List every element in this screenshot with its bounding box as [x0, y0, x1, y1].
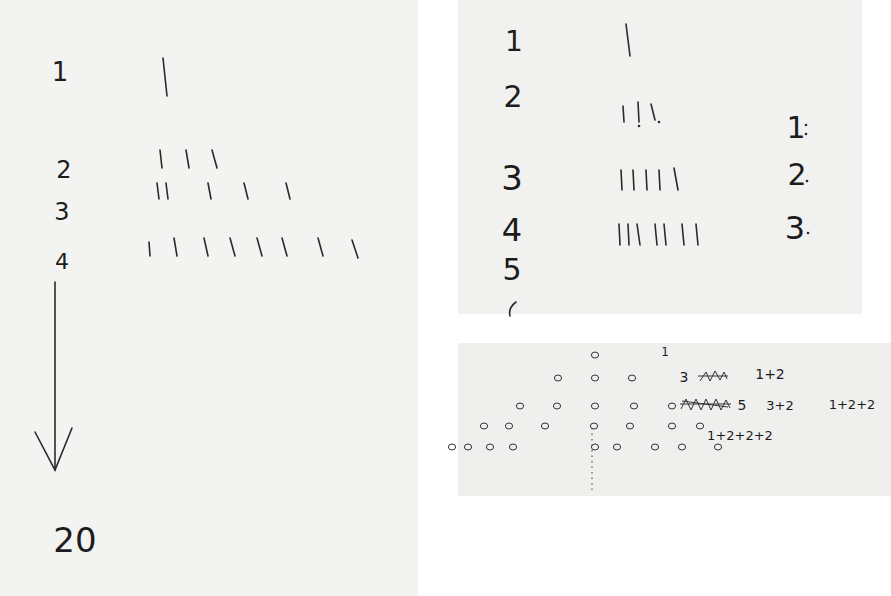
paper-sheet — [0, 0, 418, 596]
pen-circle — [554, 375, 561, 381]
tally-mark — [626, 24, 630, 56]
pen-circle — [678, 444, 685, 450]
tally-mark — [621, 168, 678, 190]
scribble — [680, 399, 731, 410]
row-number: 3 — [785, 212, 805, 244]
row-number: 1 — [505, 28, 523, 56]
tally-mark — [157, 183, 290, 199]
row-number: 4 — [55, 251, 69, 273]
pen-stroke — [510, 302, 516, 316]
sum-note: 3 — [680, 370, 689, 384]
tally-mark — [619, 224, 698, 245]
pen-circle — [516, 403, 523, 409]
pen-circle — [651, 444, 658, 450]
paper-sheet — [458, 0, 862, 314]
pen-circle — [668, 423, 675, 429]
pen-circle — [464, 444, 471, 450]
sum-note: 1+2+2 — [829, 398, 876, 411]
pen-dots — [638, 121, 810, 235]
row-number: 1 — [52, 59, 69, 85]
paper-sheet — [458, 343, 891, 496]
pen-circle — [591, 403, 598, 409]
scribble — [698, 371, 728, 381]
tally-marks — [35, 24, 698, 470]
pen-circle — [628, 375, 635, 381]
sum-note: 1+2 — [755, 367, 785, 381]
pen-circle — [626, 423, 633, 429]
pen-circle — [630, 403, 637, 409]
pen-circle — [714, 444, 721, 450]
sum-note: 3+2 — [766, 399, 793, 412]
pen-dot — [638, 125, 641, 128]
arrow-shaft — [54, 282, 56, 470]
row-number: 20 — [53, 523, 96, 557]
pen-circle — [486, 444, 493, 450]
pen-circle — [509, 444, 516, 450]
pen-circle — [505, 423, 512, 429]
row-number: 3 — [54, 200, 69, 224]
pen-dot — [658, 121, 661, 124]
row-number: 5 — [502, 255, 521, 285]
pen-circle — [591, 352, 598, 358]
scribbles — [680, 371, 731, 410]
pen-circle — [668, 403, 675, 409]
circle-triangle — [448, 352, 721, 450]
row-number: 1 — [786, 113, 805, 143]
pen-circle — [448, 444, 455, 450]
row-number: 2 — [503, 82, 522, 112]
row-number: 4 — [502, 214, 522, 246]
pen-circle — [480, 423, 487, 429]
dotted-axis — [591, 428, 592, 490]
tally-mark — [149, 238, 358, 258]
pen-circle — [696, 423, 703, 429]
sum-note: 5 — [738, 398, 747, 412]
pen-circle — [591, 375, 598, 381]
pen-circle — [613, 444, 620, 450]
row-number: 3 — [501, 161, 523, 195]
tally-mark — [160, 150, 217, 168]
pen-circle — [553, 403, 560, 409]
row-number: 2 — [56, 158, 71, 182]
row-number: 2 — [787, 160, 806, 190]
sum-note: 1+2+2+2 — [707, 429, 773, 442]
pen-dot — [807, 232, 810, 235]
sum-note: 1 — [661, 346, 669, 358]
arrow-head — [35, 428, 72, 470]
tally-mark — [623, 102, 655, 122]
tally-mark — [163, 58, 167, 96]
pen-circle — [541, 423, 548, 429]
